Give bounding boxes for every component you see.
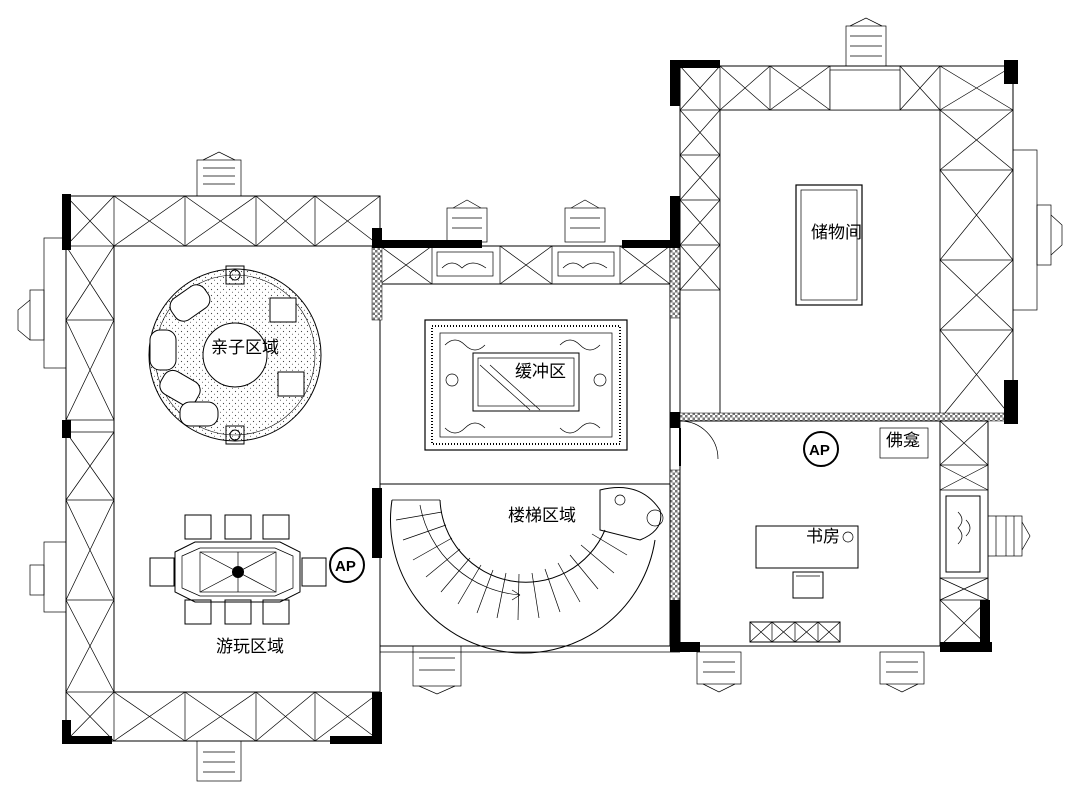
access-point-marker: AP [329,547,365,583]
middle-section [371,199,681,631]
play-area-table [149,514,327,625]
parent-child-area-furniture [148,265,322,445]
study-room [670,420,1031,693]
room-label-parent-child-area: 亲子区域 [211,338,279,358]
access-point-marker: AP [803,431,839,467]
room-label-buddha-niche: 佛龛 [886,431,920,451]
room-label-study: 书房 [806,527,840,547]
left-wing [62,194,382,744]
svg-text:AP: AP [809,442,830,459]
storage-wing [670,17,1063,428]
svg-text:AP: AP [335,558,356,575]
room-label-play-area: 游玩区域 [216,637,284,657]
room-label-buffer-zone: 缓冲区 [515,362,566,382]
left-bay-windows [17,151,242,782]
room-label-stair-area: 楼梯区域 [508,506,576,526]
room-label-storage-room: 储物间 [811,223,862,243]
